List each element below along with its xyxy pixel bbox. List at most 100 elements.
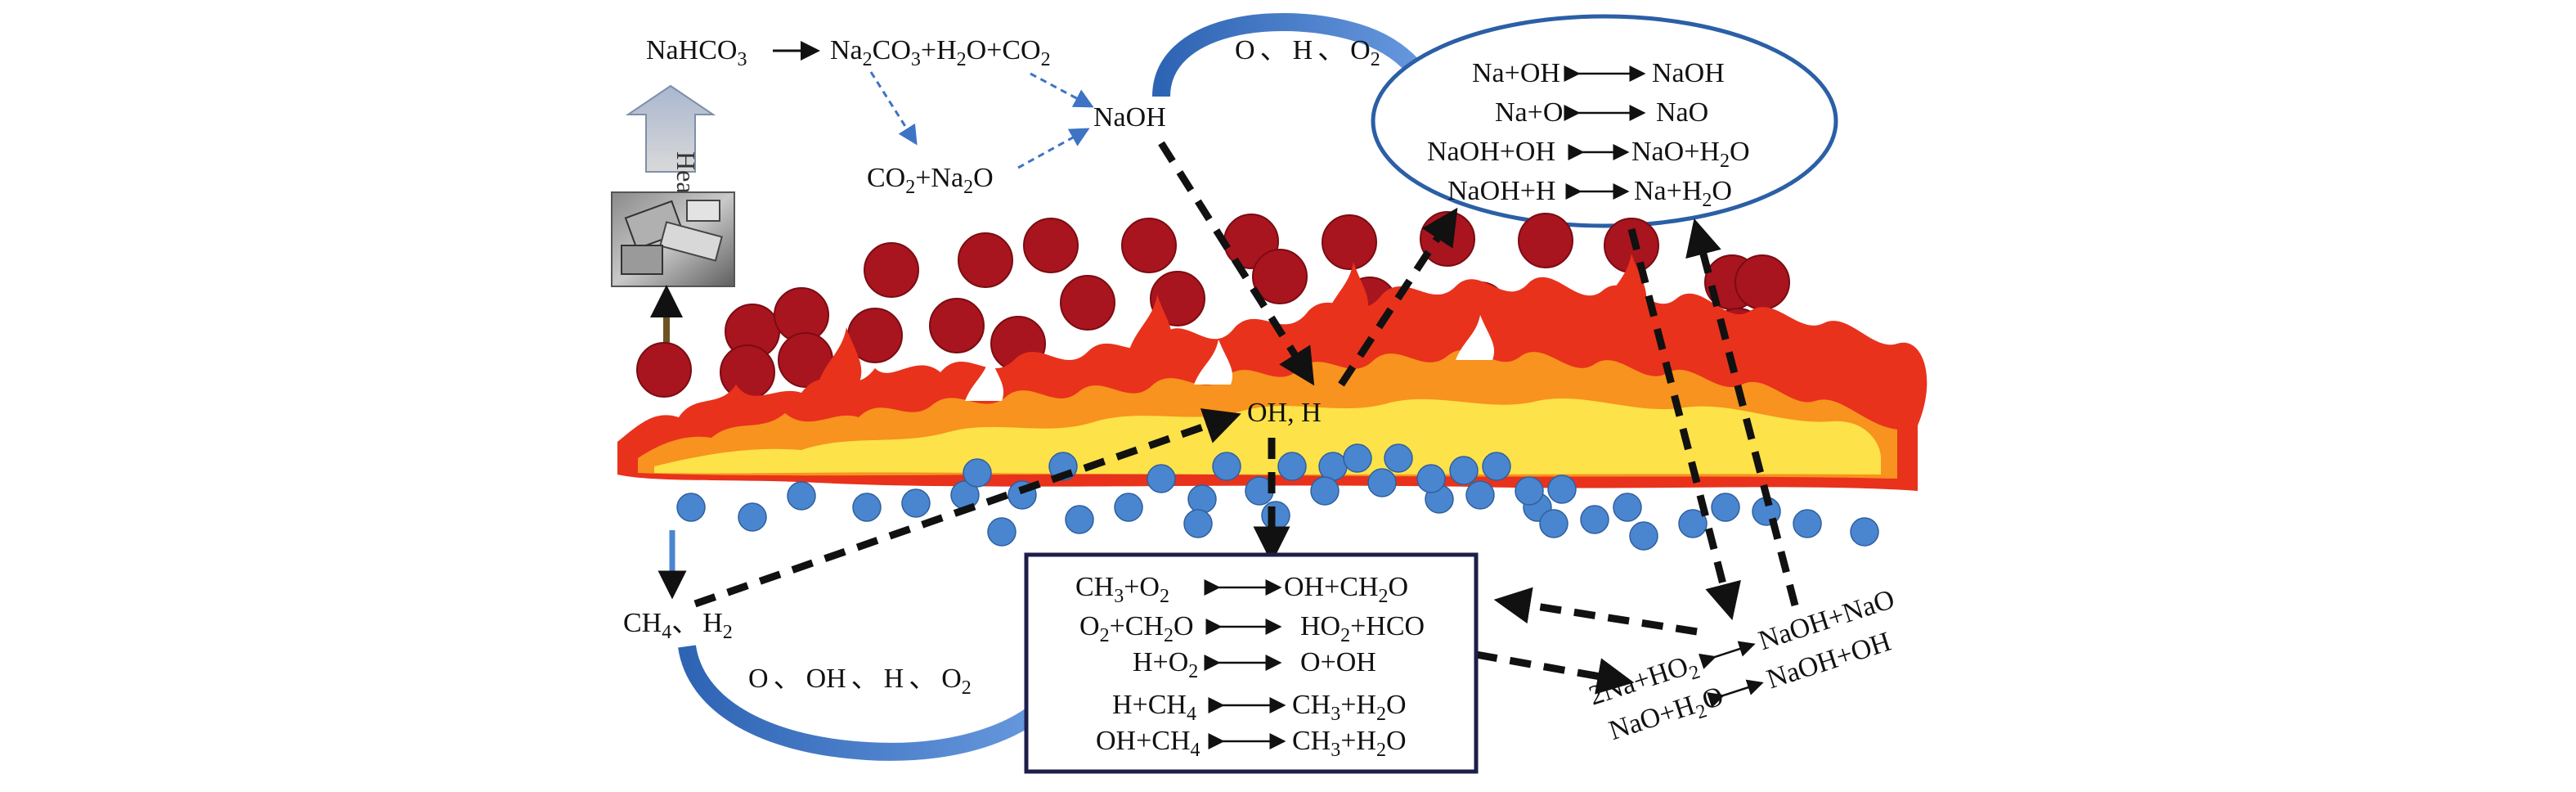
combustion-reaction-4-left: H+CH4 <box>1112 690 1196 725</box>
blue-particle <box>852 493 882 522</box>
blue-particle <box>1114 493 1143 522</box>
combustion-reaction-2-right: HO2+HCO <box>1300 611 1425 646</box>
dashed-arrow-box-to-recomb <box>1475 650 1635 695</box>
decomposition-chain: NaHCO3 Na2CO3+H2O+CO2 CO2+Na2O NaOH <box>646 35 1166 198</box>
blue-particle <box>1261 501 1290 530</box>
combustion-reaction-2-left: O2+CH2O <box>1079 611 1194 646</box>
blue-particle <box>1515 476 1544 506</box>
flame-tongue-4 <box>1603 254 1647 311</box>
sodium-reaction-4-left: NaOH+H <box>1447 176 1555 206</box>
blue-particle <box>1187 484 1217 514</box>
combustion-reaction-1-right: OH+CH2O <box>1284 572 1408 607</box>
blue-particle <box>1183 509 1213 538</box>
oxidizer-label: O、H、O2 <box>1235 35 1380 70</box>
flame-tongue-2 <box>1129 295 1173 352</box>
flame-highlight-2 <box>1456 315 1495 360</box>
blue-particle <box>1678 509 1708 538</box>
nahco3-label: NaHCO3 <box>646 35 747 70</box>
red-particle <box>864 242 919 298</box>
dashed-blue-arrow-naoh <box>1030 72 1094 108</box>
blue-particle <box>963 458 992 488</box>
flame-highlight-1 <box>1194 340 1233 385</box>
recombination-reaction-2-arrow <box>1707 679 1764 709</box>
red-particle <box>1060 275 1115 331</box>
flame-inner <box>654 398 1881 475</box>
red-particle <box>720 344 775 400</box>
blue-particle <box>1629 521 1658 551</box>
dashed-arrow-recomb-to-box <box>1493 587 1698 636</box>
blue-particle <box>1065 505 1094 534</box>
blue-particle <box>1711 493 1740 522</box>
blue-particle <box>1384 443 1413 473</box>
combustion-reaction-3-left: H+O2 <box>1133 647 1198 682</box>
sodium-reaction-2-left: Na+O <box>1495 97 1563 128</box>
blue-particle <box>1547 475 1577 504</box>
blue-particle <box>1416 464 1446 493</box>
combustion-reactions: CH3+O2 OH+CH2O O2+CH2O HO2+HCO H+O2 O+OH… <box>1075 572 1425 761</box>
combustion-reaction-5-right: CH3+H2O <box>1292 726 1407 761</box>
red-particle <box>1518 213 1573 268</box>
blue-particle-layer <box>676 443 1879 551</box>
flame-tongue-1 <box>818 327 862 385</box>
dashed-arrow-ellipse-to-recomb <box>1627 227 1741 621</box>
heat-indicator: Heat <box>625 84 716 201</box>
combustion-reaction-5-left: OH+CH4 <box>1096 726 1200 761</box>
sodium-reaction-1-right: NaOH <box>1652 58 1725 88</box>
dashed-blue-arrow-naoh-2 <box>1017 128 1090 169</box>
red-particle <box>1735 254 1790 310</box>
blue-particle <box>1482 452 1511 481</box>
flame-band <box>617 254 1928 491</box>
blue-particle <box>738 502 767 532</box>
sodium-reaction-4-right: Na+H2O <box>1634 176 1732 211</box>
combustion-reaction-3-right: O+OH <box>1300 647 1376 677</box>
blue-particle <box>1613 493 1642 522</box>
fuel-label: CH4、H2 <box>623 608 733 643</box>
red-particle <box>1023 218 1079 273</box>
red-particle <box>929 298 985 353</box>
blue-particle <box>1465 480 1495 510</box>
radicals-label: OH, H <box>1247 398 1322 428</box>
red-particle <box>1121 218 1177 273</box>
blue-particle <box>1793 509 1822 538</box>
blue-particle <box>1539 509 1568 538</box>
blue-particle <box>1343 443 1372 473</box>
dashed-arrow-naoh-to-radicals <box>1158 141 1315 386</box>
fuel-oxidizer-label: O、OH、H、O2 <box>748 664 972 699</box>
blue-particle <box>1367 468 1397 497</box>
blue-particle <box>1580 505 1609 534</box>
blue-particle <box>1850 517 1879 547</box>
dashed-flow-arrows <box>693 141 1799 695</box>
combustion-reaction-4-right: CH3+H2O <box>1292 690 1407 725</box>
sodium-reaction-ellipse <box>1371 14 1838 228</box>
red-particle <box>636 342 692 398</box>
sodium-reaction-3-right: NaO+H2O <box>1631 137 1750 172</box>
sodium-reaction-3-left: NaOH+OH <box>1427 137 1555 167</box>
dashed-blue-arrow-side <box>869 71 918 146</box>
recombination-reactions: 2Na+HO2 NaOH+NaO NaO+H2O NaOH+OH <box>1586 584 1898 751</box>
flame-highlight-3 <box>965 356 1004 401</box>
decomposition-products: Na2CO3+H2O+CO2 <box>830 35 1051 70</box>
sodium-reaction-2-right: NaO <box>1656 97 1708 128</box>
naoh-label: NaOH <box>1093 102 1166 133</box>
blue-particle <box>1318 452 1348 481</box>
blue-particle <box>1449 456 1479 485</box>
dashed-arrow-recomb-to-ellipse <box>1685 218 1799 607</box>
blue-particle <box>676 493 706 522</box>
red-particle <box>958 232 1013 288</box>
sodium-reaction-1-left: Na+OH <box>1472 58 1560 88</box>
nahco3-crystal-sem-image <box>611 191 735 287</box>
red-particle <box>1252 249 1308 304</box>
blue-particle <box>987 517 1016 547</box>
blue-particle <box>1310 476 1340 506</box>
dashed-arrow-fuel-to-radicals <box>693 408 1241 608</box>
recombination-reaction-1-arrow <box>1698 641 1756 669</box>
blue-particle <box>1212 452 1241 481</box>
curved-blue-arrow-bottom <box>678 645 1063 761</box>
blue-particle <box>1147 464 1176 493</box>
side-products-label: CO2+Na2O <box>867 163 994 198</box>
blue-particle <box>787 481 816 511</box>
blue-particle <box>901 488 931 518</box>
heat-up-arrow-icon <box>625 84 716 173</box>
sodium-reactions: Na+OH NaOH Na+O NaO NaOH+OH NaO+H2O NaOH… <box>1427 58 1750 211</box>
